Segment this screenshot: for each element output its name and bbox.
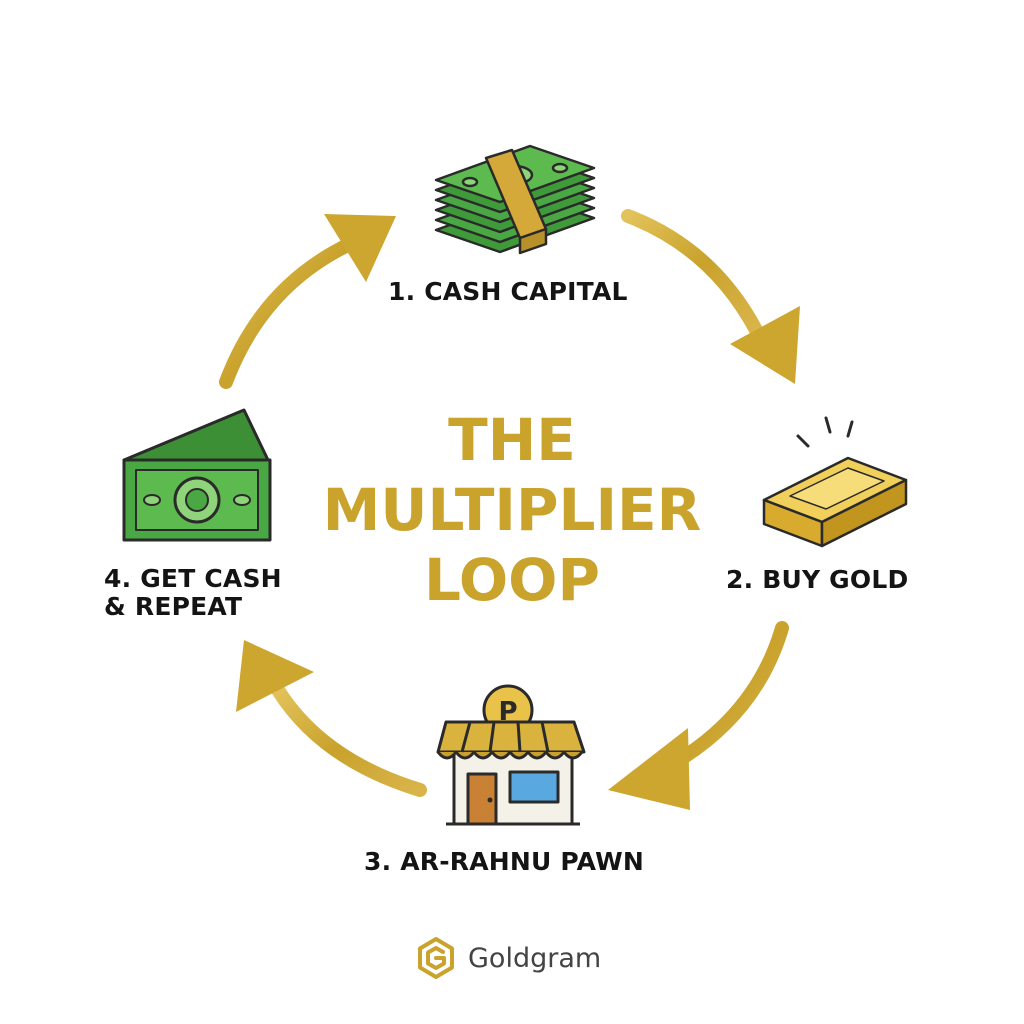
brand-footer: Goldgram: [414, 936, 601, 980]
step-buy-gold-label: 2. BUY GOLD: [726, 565, 909, 594]
step-repeat-line: & REPEAT: [104, 592, 243, 621]
title-line-multiplier: MULTIPLIER: [322, 476, 702, 544]
diagram-title: THE MULTIPLIER LOOP: [300, 405, 724, 615]
step-ar-rahnu-pawn-label: 3. AR-RAHNU PAWN: [364, 847, 644, 876]
step-cash-capital-label: 1. CASH CAPITAL: [388, 277, 628, 306]
step-get-cash-line: 4. GET CASH: [104, 564, 282, 593]
brand-name: Goldgram: [468, 942, 602, 974]
arrow-gold-to-pawn: [608, 621, 789, 810]
arrow-cash-to-gold: [621, 209, 800, 384]
goldgram-logo-icon: [418, 937, 454, 979]
arrow-pawn-to-cash: [236, 640, 427, 797]
arrow-repeat-to-cash: [219, 214, 396, 389]
step-get-cash-repeat-label: 4. GET CASH & REPEAT: [104, 565, 282, 621]
title-line-the: THE: [448, 406, 576, 474]
title-line-loop: LOOP: [423, 546, 600, 614]
pawn-sign-letter: P: [498, 697, 517, 727]
